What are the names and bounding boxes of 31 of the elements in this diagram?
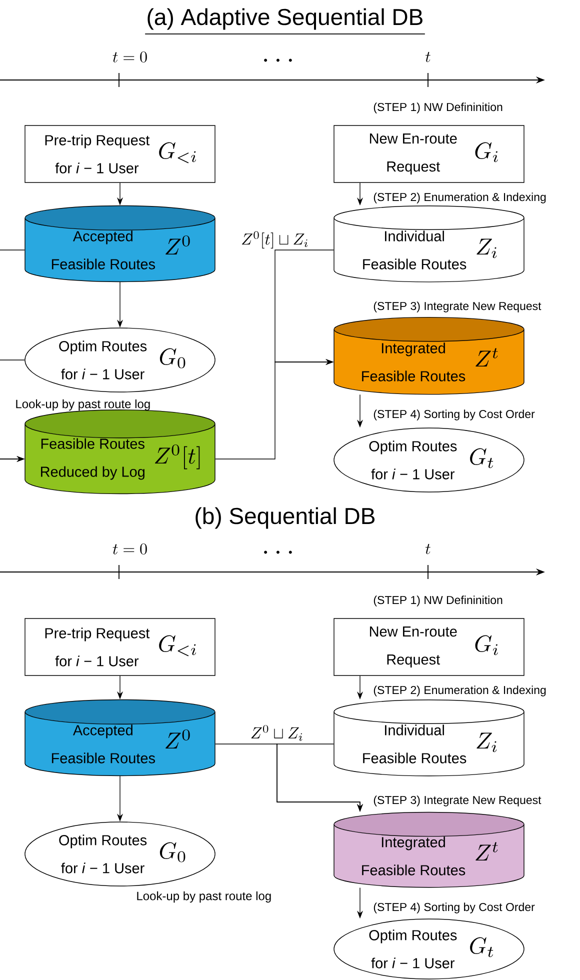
- request-box: New En-route Request $G_i$: [334, 125, 524, 183]
- tick-label: $t=0$: [112, 544, 147, 554]
- request-box: Pre-trip Request for i − 1 User $G_{<i}$: [24, 125, 216, 183]
- formula-label: $Z^0 \sqcup Z_i$: [251, 725, 302, 741]
- database-cylinder: Individual Feasible Routes $Z_i$: [334, 700, 524, 776]
- tick-label: $t$: [425, 52, 430, 62]
- database-cylinder: Accepted Feasible Routes $Z^0$: [24, 699, 216, 776]
- database-cylinder: Integrated Feasible Routes $Z^t$: [334, 812, 524, 888]
- panel-title: (a) Adaptive Sequential DB: [144, 8, 426, 34]
- database-cylinder: Accepted Feasible Routes $Z^0$: [24, 205, 216, 282]
- database-cylinder: Individual Feasible Routes $Z_i$: [334, 206, 524, 282]
- step-label: (STEP 1) NW Defininition: [374, 102, 502, 114]
- step-label: (STEP 3) Integrate New Request: [374, 796, 542, 806]
- step-label: (STEP 3) Integrate New Request: [374, 302, 542, 312]
- database-cylinder: Feasible Routes Reduced by Log $Z^0[t]$: [24, 410, 216, 494]
- step-label: (STEP 2) Enumeration & Indexing: [374, 686, 546, 696]
- step-label: (STEP 4) Sorting by Cost Order: [374, 902, 535, 914]
- step-label: (STEP 4) Sorting by Cost Order: [374, 410, 535, 420]
- tick-label: $t$: [425, 544, 430, 554]
- request-box: Pre-trip Request for i − 1 User $G_{<i}$: [24, 618, 216, 676]
- note-label: Look-up by past route log: [16, 399, 150, 411]
- tick-label: $t=0$: [112, 52, 147, 62]
- formula-label: $Z^0[t] \sqcup Z_i$: [242, 231, 308, 249]
- step-label: (STEP 2) Enumeration & Indexing: [374, 192, 546, 204]
- step-label: (STEP 1) NW Defininition: [374, 596, 502, 606]
- ellipsis: $\cdots$: [264, 58, 292, 62]
- note-label: Look-up by past route log: [137, 891, 271, 903]
- database-cylinder: Integrated Feasible Routes $Z^t$: [334, 316, 524, 395]
- request-box: New En-route Request $G_i$: [334, 618, 524, 676]
- ellipsis: $\cdots$: [264, 550, 292, 554]
- panel-title: (b) Sequential DB: [196, 507, 374, 529]
